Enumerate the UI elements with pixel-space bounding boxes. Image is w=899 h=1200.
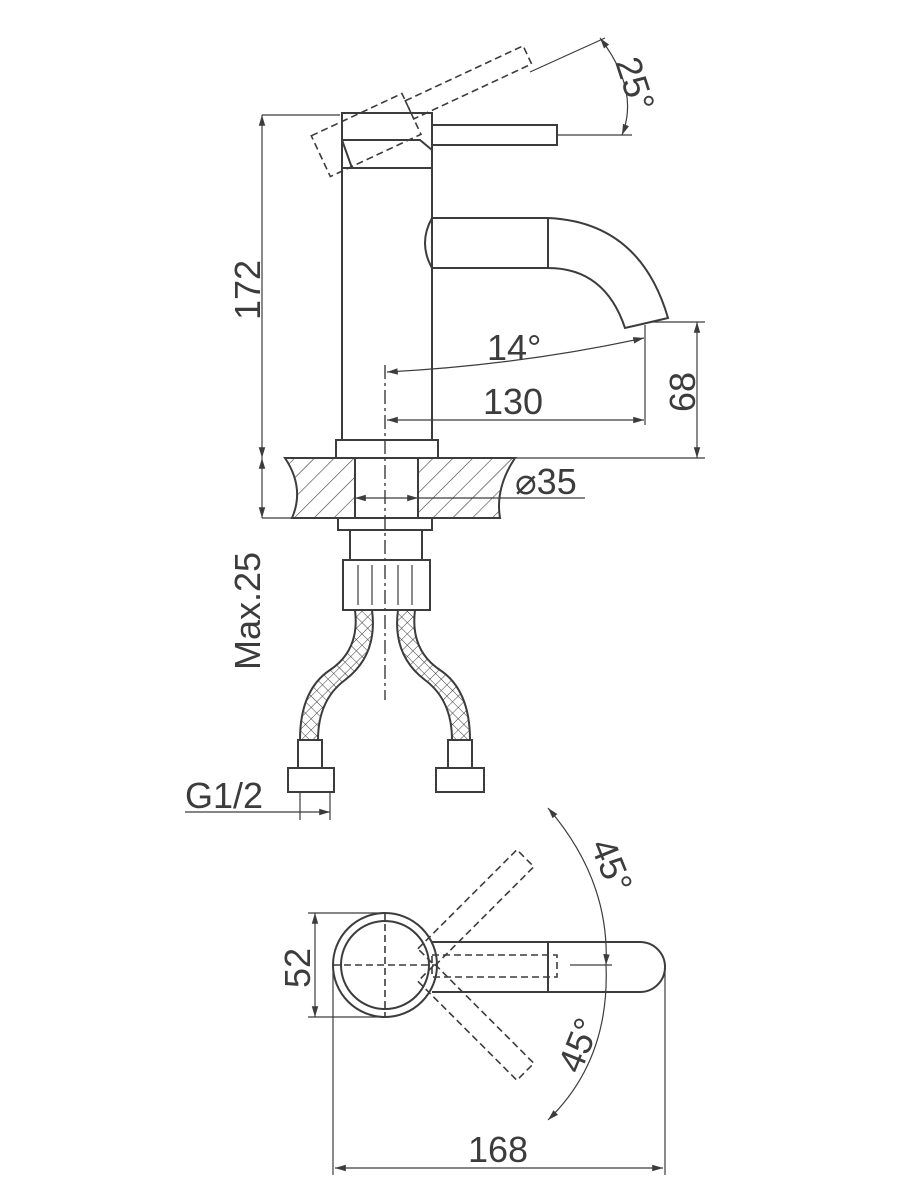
top-view: 45° 45° 52 168: [277, 807, 666, 1175]
height-label: 172: [227, 260, 268, 320]
fitting-right: [435, 739, 485, 793]
lower-angle-label: 45°: [549, 1012, 607, 1078]
lever: [431, 124, 558, 146]
spout-angle-label: 14°: [487, 327, 541, 368]
lever-angle-label: 25°: [607, 52, 663, 116]
spout: [424, 217, 670, 330]
max-thickness-label: Max.25: [227, 552, 268, 670]
handle-cap: [341, 112, 433, 169]
counter-section-left: [283, 457, 356, 519]
lever-rotated-dashed: [310, 44, 533, 178]
hose-left: [298, 609, 374, 741]
spout-reach-label: 130: [483, 381, 543, 422]
overall-length-label: 168: [468, 1129, 528, 1170]
body-diameter-label: 52: [277, 948, 318, 988]
counter-section-right: [417, 457, 517, 519]
hole-diameter-label: ⌀35: [515, 461, 577, 502]
spout-height-label: 68: [662, 372, 703, 412]
faucet-body: [341, 167, 433, 441]
hose-right: [396, 609, 472, 741]
mounting-nut: [337, 517, 433, 611]
faucet-base: [335, 439, 439, 459]
side-view: 25° 172 14° 130 68 ⌀35 Max.25: [185, 37, 705, 820]
thread-label: G1/2: [185, 775, 263, 816]
fitting-left: [287, 739, 335, 793]
upper-angle-label: 45°: [583, 833, 641, 899]
body-inner-circle: [340, 920, 430, 1010]
